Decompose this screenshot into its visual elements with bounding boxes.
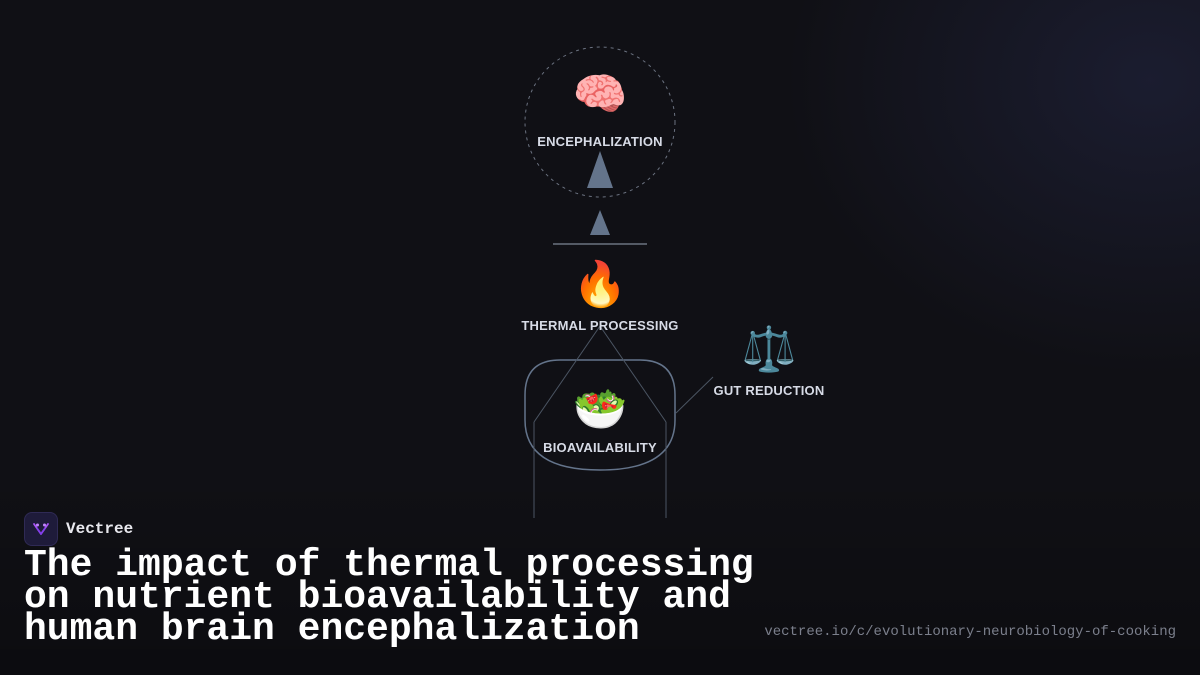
balance-scale-icon: ⚖️: [741, 324, 797, 375]
salad-icon: 🥗: [572, 384, 628, 435]
vectree-logo-icon: [24, 512, 58, 546]
fire-icon: 🔥: [572, 259, 628, 310]
gut-connector: [675, 376, 714, 414]
brand-name: Vectree: [66, 520, 134, 538]
encephalization-ring: [524, 46, 676, 198]
encephalization-label: ENCEPHALIZATION: [537, 134, 663, 149]
cone-line-right: [599, 325, 667, 423]
brand: Vectree: [24, 512, 133, 546]
bioavailability-label: BIOAVAILABILITY: [543, 440, 657, 455]
brain-icon: 🧠: [572, 69, 628, 120]
gut-reduction-label: GUT REDUCTION: [713, 383, 825, 398]
page-title: The impact of thermal processing on nutr…: [24, 544, 754, 651]
bioavailability-outline: [524, 359, 676, 471]
source-url: vectree.io/c/evolutionary-neurobiology-o…: [764, 624, 1176, 640]
arrow-head-large: [587, 151, 613, 188]
arrow-head-small: [590, 210, 610, 235]
thermal-processing-label: THERMAL PROCESSING: [521, 318, 679, 333]
cone-line-left: [533, 325, 601, 423]
